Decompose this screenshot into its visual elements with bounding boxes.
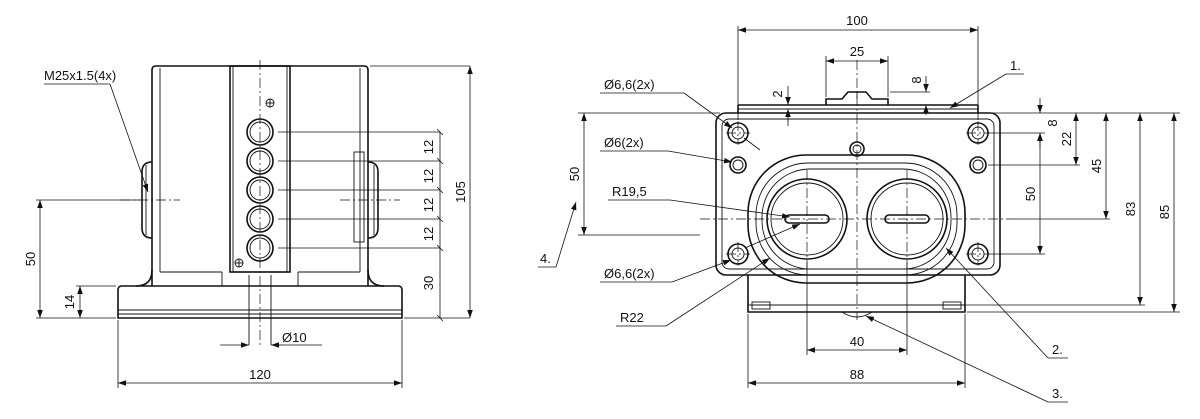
spacing-label-2: 12 <box>421 169 436 183</box>
dim-50-label: 50 <box>23 252 38 266</box>
enclosure-outline <box>715 112 1001 276</box>
dim-88-label: 88 <box>850 367 864 382</box>
spacing-label-1: 12 <box>421 140 436 154</box>
front-view: 100 25 8 2 Ø6,6(2x) Ø6(2x) R19,5 Ø6,6(2x… <box>538 13 1180 403</box>
dim-25-label: 25 <box>850 44 864 59</box>
hole-label-bottom: Ø6,6(2x) <box>604 266 655 281</box>
dim-100-label: 100 <box>846 13 868 28</box>
hole-label-mid: Ø6(2x) <box>604 135 644 150</box>
base-plate <box>117 285 403 319</box>
dim-83-label: 83 <box>1123 202 1138 216</box>
dim-50-left-label: 50 <box>567 167 582 181</box>
dim-45-label: 45 <box>1089 159 1104 173</box>
radius-22-label: R22 <box>620 310 644 325</box>
dim-85-label: 85 <box>1157 205 1172 219</box>
dim-diameter-10-label: Ø10 <box>282 330 307 345</box>
spacing-label-4: 12 <box>421 227 436 241</box>
dim-120-label: 120 <box>249 367 271 382</box>
dim-50-right-label: 50 <box>1023 187 1038 201</box>
dim-14-label: 14 <box>62 295 77 309</box>
dim-8-top-label: 8 <box>909 76 924 83</box>
hole-label-top: Ø6,6(2x) <box>604 77 655 92</box>
thread-label: M25x1.5(4x) <box>44 68 116 83</box>
callout-4: 4. <box>540 251 551 266</box>
spacing-label-3: 12 <box>421 198 436 212</box>
dim-2-label: 2 <box>770 90 785 97</box>
dim-22-label: 22 <box>1059 132 1074 146</box>
dim-8-right-label: 8 <box>1045 119 1060 126</box>
dim-40-label: 40 <box>850 334 864 349</box>
dim-105-label: 105 <box>453 181 468 203</box>
dim-30-label: 30 <box>421 276 436 290</box>
base-section <box>747 275 966 313</box>
radius-19-5-label: R19,5 <box>612 184 647 199</box>
callout-1: 1. <box>1010 58 1021 73</box>
side-view: 12 12 12 12 30 105 50 14 M25x1.5(4x) Ø10… <box>23 60 473 388</box>
callout-3: 3. <box>1052 386 1063 401</box>
callout-2: 2. <box>1052 342 1063 357</box>
